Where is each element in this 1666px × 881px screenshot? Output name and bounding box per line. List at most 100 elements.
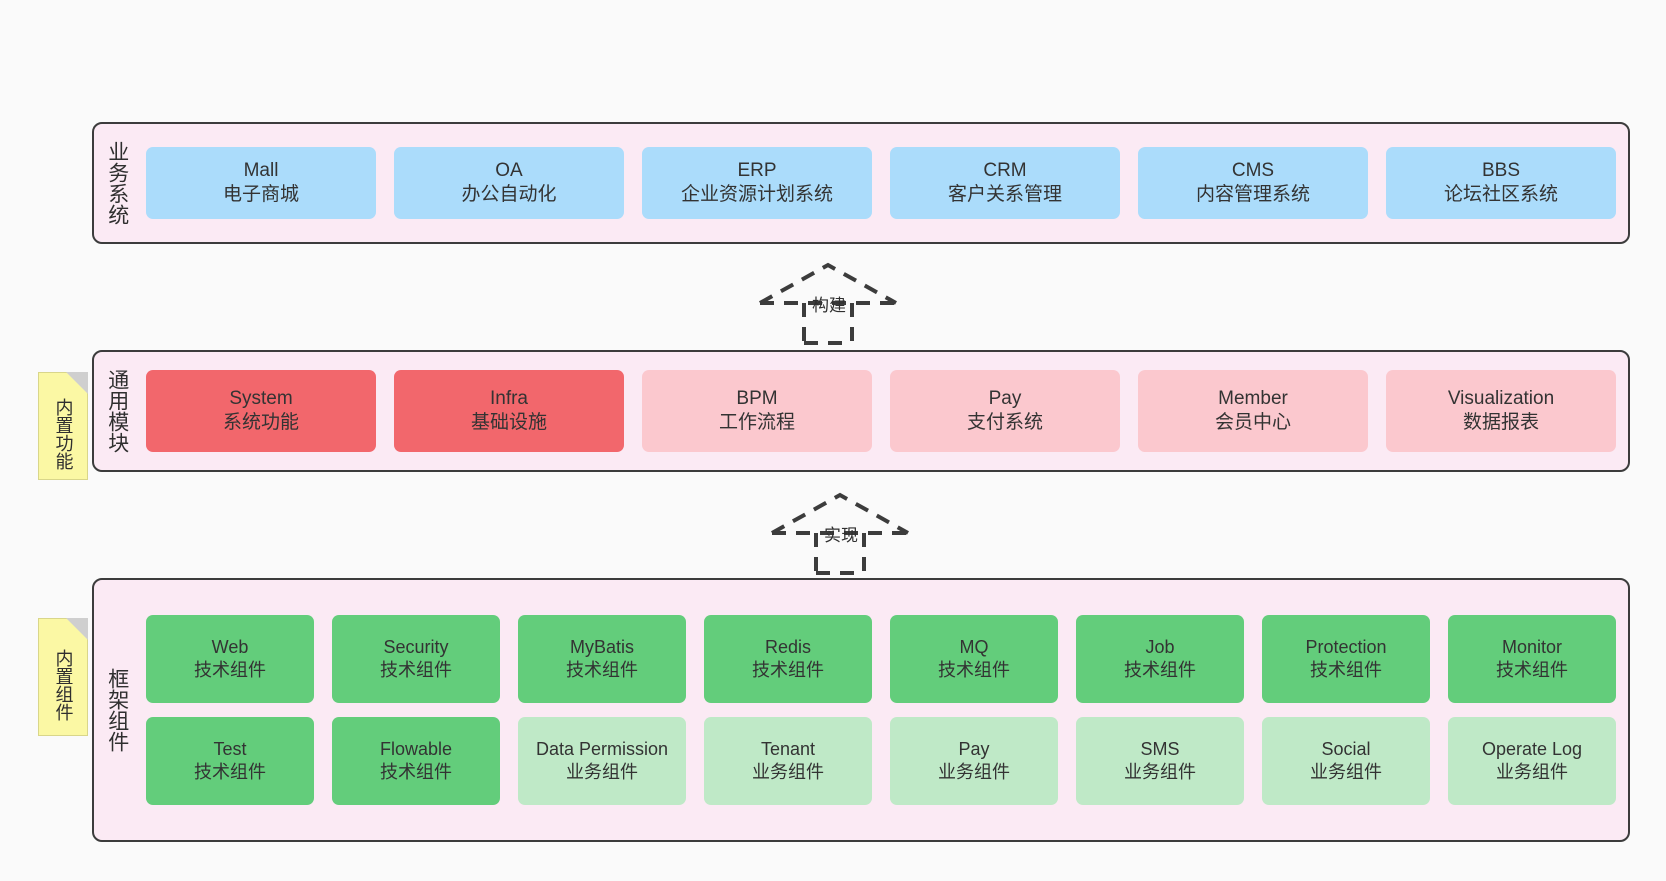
box-redis[interactable]: Redis 技术组件 <box>704 615 872 703</box>
box-visualization-cn: 数据报表 <box>1462 412 1539 433</box>
box-web[interactable]: Web 技术组件 <box>146 615 314 703</box>
box-crm[interactable]: CRM 客户关系管理 <box>890 147 1120 219</box>
box-mq-cn: 技术组件 <box>938 660 1010 680</box>
box-web-cn: 技术组件 <box>194 660 266 680</box>
box-job-cn: 技术组件 <box>1124 660 1196 680</box>
box-pay-module-en: Pay <box>988 388 1022 410</box>
box-erp-cn: 企业资源计划系统 <box>680 184 833 205</box>
box-data-permission-en: Data Permission <box>535 739 669 760</box>
box-oa-en: OA <box>495 160 523 182</box>
arrow-build-label: 构建 <box>812 296 846 315</box>
box-visualization[interactable]: Visualization 数据报表 <box>1386 370 1616 452</box>
layer-business-systems: 业务系统 Mall 电子商城 OA 办公自动化 ERP 企业资源计划系统 CRM… <box>92 122 1630 244</box>
framework-row-business: Test 技术组件 Flowable 技术组件 Data Permission … <box>146 717 1616 805</box>
box-operate-log-cn: 业务组件 <box>1496 762 1568 782</box>
box-visualization-en: Visualization <box>1447 388 1555 410</box>
box-sms-cn: 业务组件 <box>1124 762 1196 782</box>
box-monitor[interactable]: Monitor 技术组件 <box>1448 615 1616 703</box>
box-mall-en: Mall <box>243 160 279 182</box>
box-test[interactable]: Test 技术组件 <box>146 717 314 805</box>
box-redis-en: Redis <box>764 637 812 658</box>
box-mq-en: MQ <box>959 637 989 658</box>
box-test-cn: 技术组件 <box>194 762 266 782</box>
box-pay-module[interactable]: Pay 支付系统 <box>890 370 1120 452</box>
layer-body-modules: System 系统功能 Infra 基础设施 BPM 工作流程 Pay 支付系统… <box>140 352 1628 470</box>
box-cms-cn: 内容管理系统 <box>1195 184 1310 205</box>
box-member-en: Member <box>1218 388 1288 410</box>
box-flowable-cn: 技术组件 <box>380 762 452 782</box>
box-web-en: Web <box>211 637 249 658</box>
box-job-en: Job <box>1145 637 1175 658</box>
box-oa[interactable]: OA 办公自动化 <box>394 147 624 219</box>
layer-framework-components: 框架组件 Web 技术组件 Security 技术组件 MyBatis 技术组件… <box>92 578 1630 842</box>
box-social[interactable]: Social 业务组件 <box>1262 717 1430 805</box>
box-pay-module-cn: 支付系统 <box>966 412 1043 433</box>
layer-body-framework: Web 技术组件 Security 技术组件 MyBatis 技术组件 Redi… <box>140 580 1628 840</box>
box-bpm[interactable]: BPM 工作流程 <box>642 370 872 452</box>
box-tenant-en: Tenant <box>760 739 816 760</box>
framework-row-tech: Web 技术组件 Security 技术组件 MyBatis 技术组件 Redi… <box>146 615 1616 703</box>
box-data-permission[interactable]: Data Permission 业务组件 <box>518 717 686 805</box>
box-mall-cn: 电子商城 <box>222 184 299 205</box>
layer-body-business: Mall 电子商城 OA 办公自动化 ERP 企业资源计划系统 CRM 客户关系… <box>140 124 1628 242</box>
layer-title-business: 业务系统 <box>105 141 129 225</box>
box-social-en: Social <box>1321 739 1371 760</box>
box-cms[interactable]: CMS 内容管理系统 <box>1138 147 1368 219</box>
box-bbs-cn: 论坛社区系统 <box>1443 184 1558 205</box>
layer-title-framework: 框架组件 <box>105 668 129 752</box>
box-bbs-en: BBS <box>1481 160 1521 182</box>
box-erp-en: ERP <box>737 160 777 182</box>
box-mq[interactable]: MQ 技术组件 <box>890 615 1058 703</box>
box-job[interactable]: Job 技术组件 <box>1076 615 1244 703</box>
box-protection-cn: 技术组件 <box>1310 660 1382 680</box>
modules-row: System 系统功能 Infra 基础设施 BPM 工作流程 Pay 支付系统… <box>146 370 1616 452</box>
box-sms[interactable]: SMS 业务组件 <box>1076 717 1244 805</box>
box-system-cn: 系统功能 <box>222 412 299 433</box>
box-bbs[interactable]: BBS 论坛社区系统 <box>1386 147 1616 219</box>
box-protection[interactable]: Protection 技术组件 <box>1262 615 1430 703</box>
box-redis-cn: 技术组件 <box>752 660 824 680</box>
box-flowable-en: Flowable <box>379 739 453 760</box>
box-pay-component-cn: 业务组件 <box>938 762 1010 782</box>
box-member[interactable]: Member 会员中心 <box>1138 370 1368 452</box>
box-infra-cn: 基础设施 <box>470 412 547 433</box>
box-sms-en: SMS <box>1140 739 1180 760</box>
box-cms-en: CMS <box>1231 160 1275 182</box>
sticky-note-builtin-function: 内置功能 <box>38 372 88 480</box>
box-tenant-cn: 业务组件 <box>752 762 824 782</box>
box-bpm-cn: 工作流程 <box>718 412 795 433</box>
box-oa-cn: 办公自动化 <box>461 184 557 205</box>
box-pay-component[interactable]: Pay 业务组件 <box>890 717 1058 805</box>
box-system-en: System <box>229 388 293 410</box>
box-mybatis-cn: 技术组件 <box>566 660 638 680</box>
box-flowable[interactable]: Flowable 技术组件 <box>332 717 500 805</box>
box-mall[interactable]: Mall 电子商城 <box>146 147 376 219</box>
box-security-cn: 技术组件 <box>380 660 452 680</box>
box-operate-log-en: Operate Log <box>1481 739 1583 760</box>
box-crm-cn: 客户关系管理 <box>947 184 1062 205</box>
box-monitor-en: Monitor <box>1501 637 1563 658</box>
box-tenant[interactable]: Tenant 业务组件 <box>704 717 872 805</box>
box-infra[interactable]: Infra 基础设施 <box>394 370 624 452</box>
box-social-cn: 业务组件 <box>1310 762 1382 782</box>
layer-common-modules: 通用模块 System 系统功能 Infra 基础设施 BPM 工作流程 Pay… <box>92 350 1630 472</box>
box-infra-en: Infra <box>489 388 529 410</box>
box-monitor-cn: 技术组件 <box>1496 660 1568 680</box>
box-mybatis-en: MyBatis <box>569 637 634 658</box>
box-erp[interactable]: ERP 企业资源计划系统 <box>642 147 872 219</box>
arrow-implement-label: 实现 <box>824 526 858 545</box>
box-mybatis[interactable]: MyBatis 技术组件 <box>518 615 686 703</box>
box-pay-component-en: Pay <box>958 739 990 760</box>
box-security-en: Security <box>383 637 449 658</box>
box-protection-en: Protection <box>1305 637 1387 658</box>
box-bpm-en: BPM <box>736 388 778 410</box>
layer-title-modules: 通用模块 <box>105 369 129 453</box>
business-row: Mall 电子商城 OA 办公自动化 ERP 企业资源计划系统 CRM 客户关系… <box>146 147 1616 219</box>
sticky-note-builtin-component: 内置组件 <box>38 618 88 736</box>
box-data-permission-cn: 业务组件 <box>566 762 638 782</box>
box-system[interactable]: System 系统功能 <box>146 370 376 452</box>
box-operate-log[interactable]: Operate Log 业务组件 <box>1448 717 1616 805</box>
box-security[interactable]: Security 技术组件 <box>332 615 500 703</box>
box-test-en: Test <box>213 739 247 760</box>
